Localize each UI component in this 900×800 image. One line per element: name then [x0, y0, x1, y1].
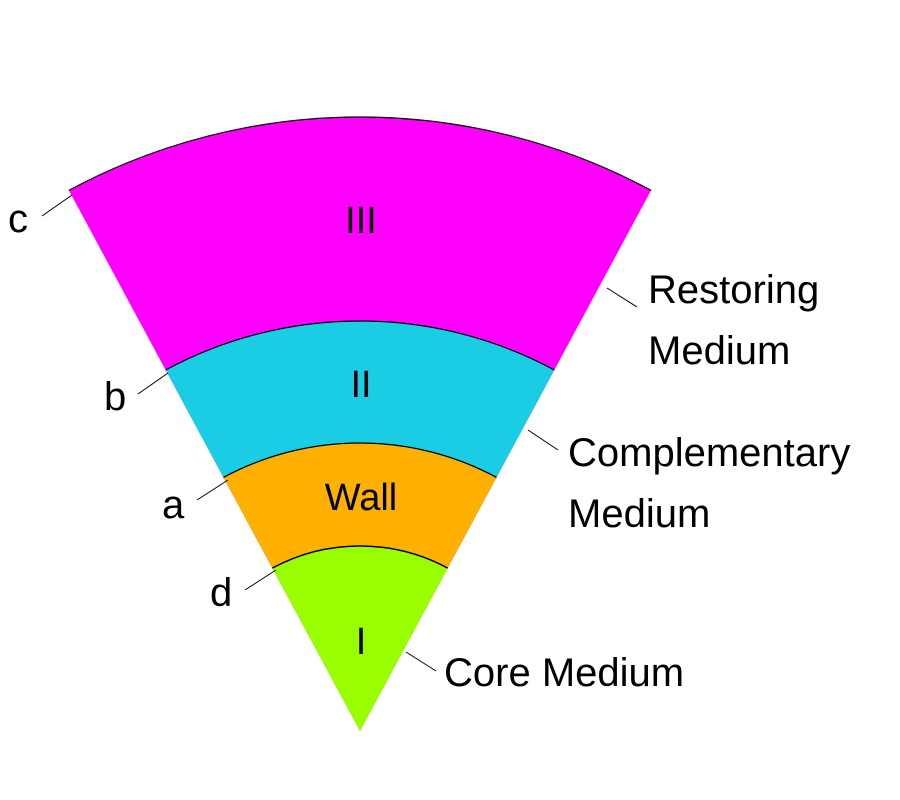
region-label-wall: Wall	[325, 477, 397, 519]
boundary-label-d: d	[210, 571, 232, 615]
boundary-arc-wall	[223, 442, 497, 478]
label-complementary-line1: Complementary	[568, 431, 850, 475]
leader-line-d	[244, 569, 277, 591]
region-label-ii: II	[350, 364, 371, 406]
leader-line-a	[196, 479, 229, 501]
label-restoring-line2: Medium	[648, 329, 790, 373]
leader-line-c	[41, 194, 73, 217]
boundary-arc-restoring	[68, 116, 652, 191]
leader-line-complementary	[527, 429, 559, 451]
boundary-arc-complementary	[165, 320, 555, 371]
boundary-label-a: a	[162, 483, 185, 527]
leader-line-restoring	[606, 287, 638, 308]
region-label-iii: III	[345, 200, 377, 242]
label-restoring-line1: Restoring	[648, 268, 819, 312]
boundary-label-c: c	[8, 197, 28, 241]
boundary-label-b: b	[104, 375, 126, 419]
label-core-medium: Core Medium	[444, 651, 684, 695]
leader-line-b	[137, 372, 169, 395]
leader-line-core	[405, 651, 437, 672]
region-core-medium	[272, 546, 448, 731]
label-complementary-line2: Medium	[568, 492, 710, 536]
region-label-i: I	[356, 621, 367, 663]
boundary-arc-d	[271, 545, 449, 569]
